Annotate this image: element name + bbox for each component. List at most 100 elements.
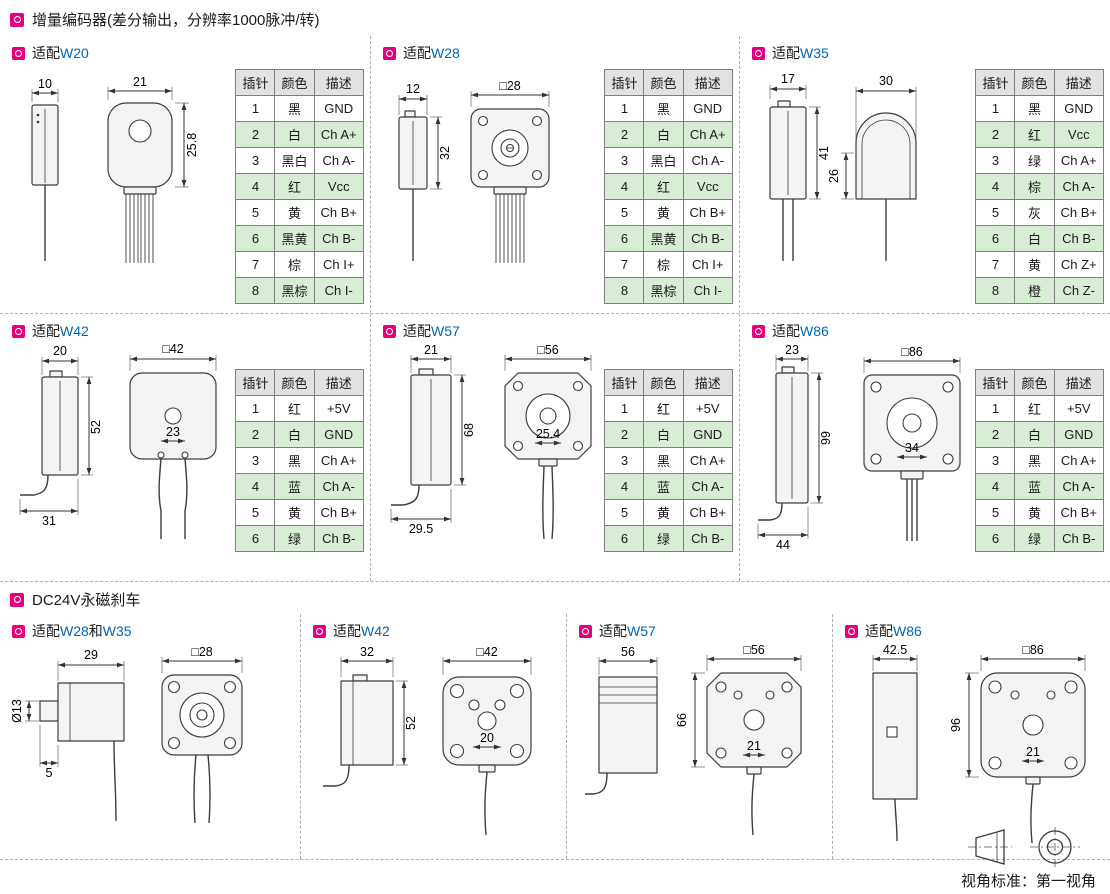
dim-label: □86 [901, 345, 923, 359]
bullet-ring [755, 49, 762, 57]
dim-label: 32 [438, 146, 452, 160]
table-cell: Ch A- [313, 147, 364, 174]
side-view [323, 674, 394, 787]
panel-body: 10 21 25.8 插针 颜色 描述 [12, 65, 364, 304]
table-cell: 黑 [274, 95, 315, 122]
panel-title: 适配W42 [333, 623, 390, 639]
table-cell: 7 [235, 251, 276, 278]
table-cell: 黑棕 [274, 277, 315, 304]
projection-standard-label: 视角标准：第一视角 [960, 873, 1096, 890]
table-cell: 黄 [274, 199, 315, 226]
panel-bullet-icon [752, 46, 765, 60]
section-title: 增量编码器(差分输出，分辨率1000脉冲/转) [32, 12, 320, 29]
w86-drawing: 23 99 44 □86 34 [757, 343, 961, 552]
table-cell: 黑 [643, 95, 684, 122]
table-cell: 4 [975, 473, 1016, 500]
table-cell: 1 [604, 395, 645, 422]
col-header: 颜色 [274, 369, 315, 396]
panel-body: 12 32 □28 插针 颜色 描述 [383, 65, 733, 304]
front-view [442, 676, 532, 836]
dim-label: 29.5 [409, 522, 433, 536]
table-cell: GND [313, 421, 364, 448]
table-cell: Ch A+ [682, 447, 733, 474]
table-cell: 5 [604, 199, 645, 226]
table-cell: Ch A- [682, 473, 733, 500]
table-cell: 1 [975, 95, 1016, 122]
table-cell: Ch B+ [1053, 199, 1104, 226]
panel-title: 适配W35 [772, 45, 829, 61]
panel-title: 适配W28 [403, 45, 460, 61]
panel-brake-w28-w35: 适配W28和W35 [0, 614, 300, 859]
dim-label: 5 [46, 766, 53, 780]
table-cell: Ch A+ [313, 121, 364, 148]
table-cell: Ch A- [313, 473, 364, 500]
front-view [470, 108, 550, 263]
table-cell: 3 [604, 147, 645, 174]
panel-header: 适配W35 [752, 43, 1104, 63]
table-cell: +5V [682, 395, 733, 422]
table-cell: 棕 [643, 251, 684, 278]
dim-label: 21 [133, 75, 147, 89]
panel-title: 适配W57 [599, 623, 656, 639]
table-cell: Ch B- [313, 525, 364, 552]
dim-label: 12 [406, 82, 420, 96]
table-cell: 棕 [1014, 173, 1055, 200]
dim-label: 21 [1026, 745, 1040, 759]
table-cell: 3 [235, 447, 276, 474]
table-cell: 黑 [1014, 95, 1055, 122]
table-cell: 黑 [1014, 447, 1055, 474]
dimensions: 29 Ø13 5 □28 [10, 645, 243, 780]
col-header: 插针 [235, 369, 276, 396]
table-cell: Ch B+ [682, 199, 733, 226]
panel-bullet-icon [313, 624, 326, 638]
table-cell: 黄 [274, 499, 315, 526]
table-cell: 蓝 [274, 473, 315, 500]
panel-bullet-icon [579, 624, 592, 638]
table-cell: Ch A+ [313, 447, 364, 474]
table-cell: 6 [235, 225, 276, 252]
brake-row: 适配W28和W35 [0, 614, 1110, 860]
table-cell: Ch I+ [682, 251, 733, 278]
panel-body: 23 99 44 □86 34 [752, 343, 1104, 581]
brake-w57-drawing: 56 66 □56 21 [585, 643, 802, 836]
bullet-ring [386, 49, 393, 57]
table-cell: 绿 [1014, 525, 1055, 552]
table-cell: 5 [235, 199, 276, 226]
dimensions: 32 52 □42 20 [340, 645, 532, 766]
dim-label: 52 [89, 420, 103, 434]
bullet-ring [386, 327, 393, 335]
table-cell: 棕 [274, 251, 315, 278]
table-cell: 4 [975, 173, 1016, 200]
table-cell: 8 [604, 277, 645, 304]
dim-label: Ø13 [12, 699, 24, 723]
table-cell: 3 [975, 147, 1016, 174]
dim-label: □42 [476, 645, 498, 659]
table-cell: 红 [643, 173, 684, 200]
bullet-ring [848, 627, 855, 635]
table-cell: Ch B- [313, 225, 364, 252]
panel-bullet-icon [383, 324, 396, 338]
table-cell: 1 [235, 95, 276, 122]
col-header: 描述 [313, 369, 364, 396]
table-cell: Ch A- [682, 147, 733, 174]
w57-drawing: 21 68 29.5 □56 25.4 [390, 343, 592, 540]
